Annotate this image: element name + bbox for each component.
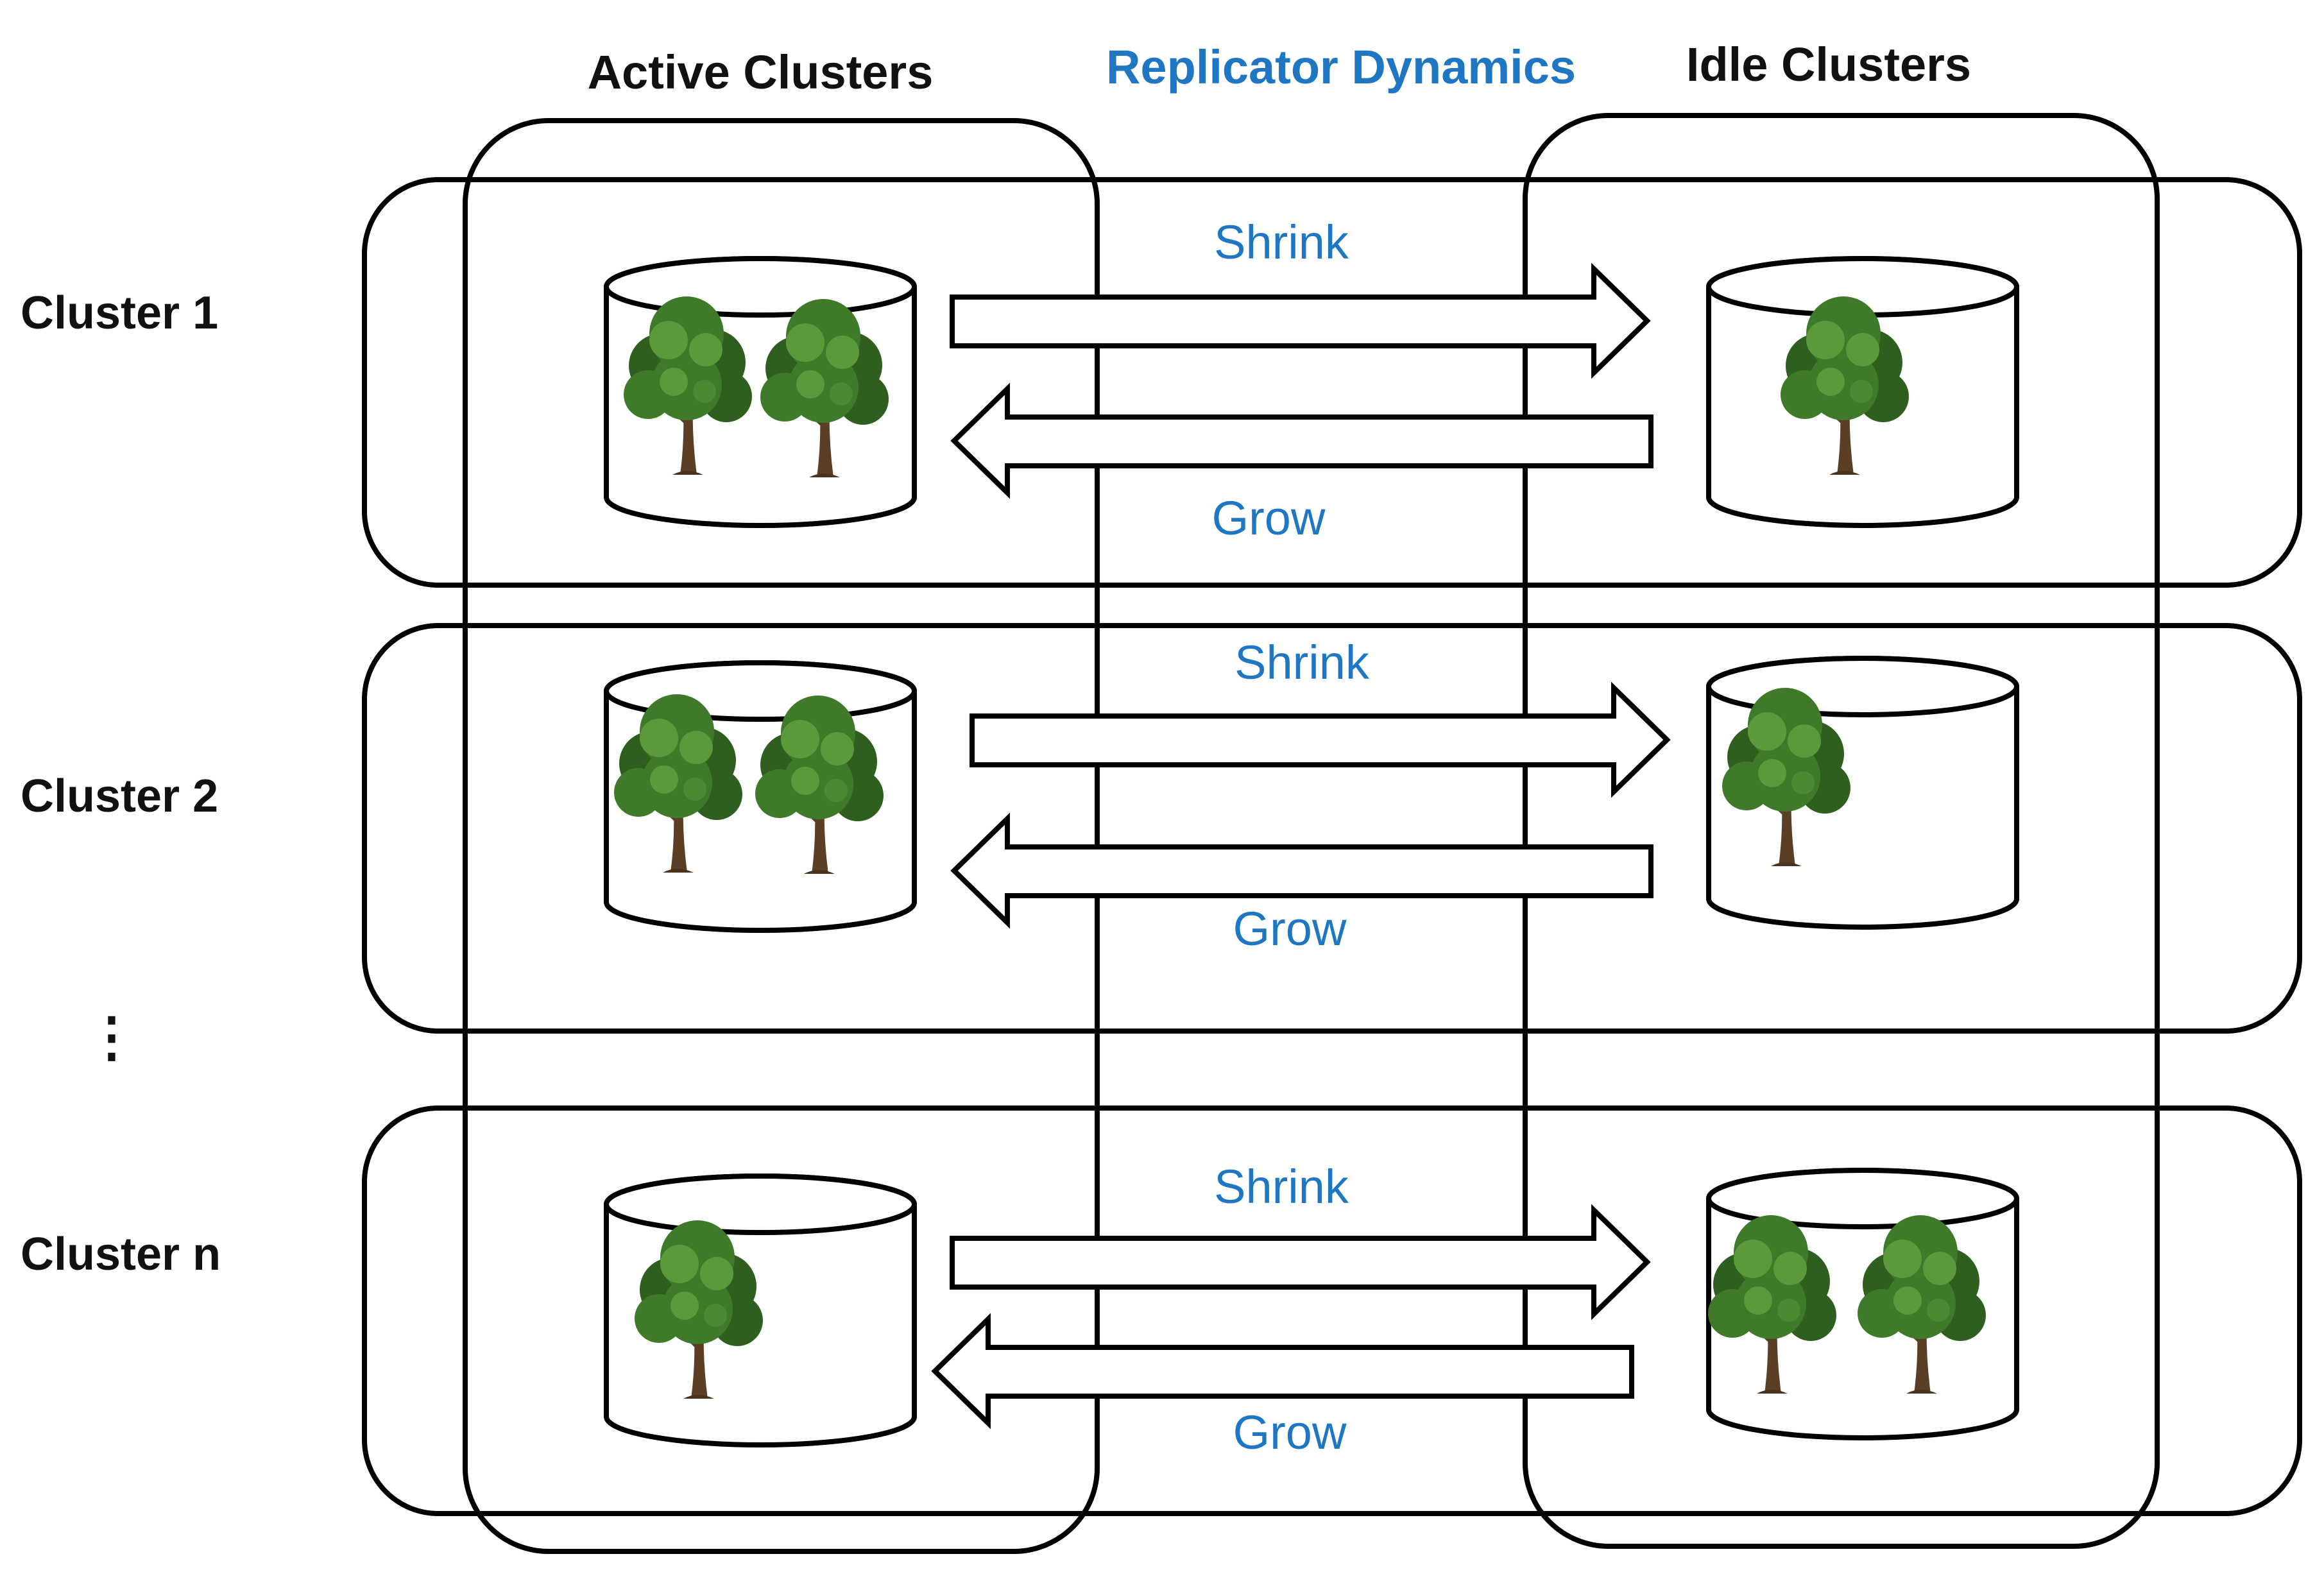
active-clusters-header: Active Clusters <box>588 46 934 99</box>
grow-label: Grow <box>1233 902 1347 955</box>
grow-arrow-left-icon <box>950 382 1653 499</box>
grow-arrow-left-icon <box>950 812 1653 929</box>
ellipsis-more-clusters: ⋮ <box>85 1007 139 1067</box>
shrink-label: Shrink <box>1235 636 1370 689</box>
shrink-arrow-right-icon <box>950 262 1651 379</box>
cluster-row-frame <box>362 623 2302 1034</box>
shrink-label: Shrink <box>1214 216 1349 269</box>
grow-label: Grow <box>1233 1406 1347 1459</box>
grow-label: Grow <box>1212 491 1326 545</box>
grow-arrow-left-icon <box>931 1313 1634 1430</box>
shrink-arrow-right-icon <box>970 681 1671 798</box>
cluster-row-label: Cluster 2 <box>21 771 218 822</box>
shrink-label: Shrink <box>1214 1160 1349 1213</box>
active-column-frame <box>463 118 1100 1554</box>
replicator-dynamics-header: Replicator Dynamics <box>1106 40 1576 94</box>
cluster-row-label: Cluster 1 <box>21 287 218 339</box>
idle-clusters-header: Idle Clusters <box>1686 38 1971 91</box>
cluster-row-label: Cluster n <box>21 1229 221 1280</box>
cluster-row-frame <box>362 1105 2302 1516</box>
idle-column-frame <box>1523 113 2160 1549</box>
cluster-row-frame <box>362 177 2302 588</box>
shrink-arrow-right-icon <box>950 1204 1651 1320</box>
